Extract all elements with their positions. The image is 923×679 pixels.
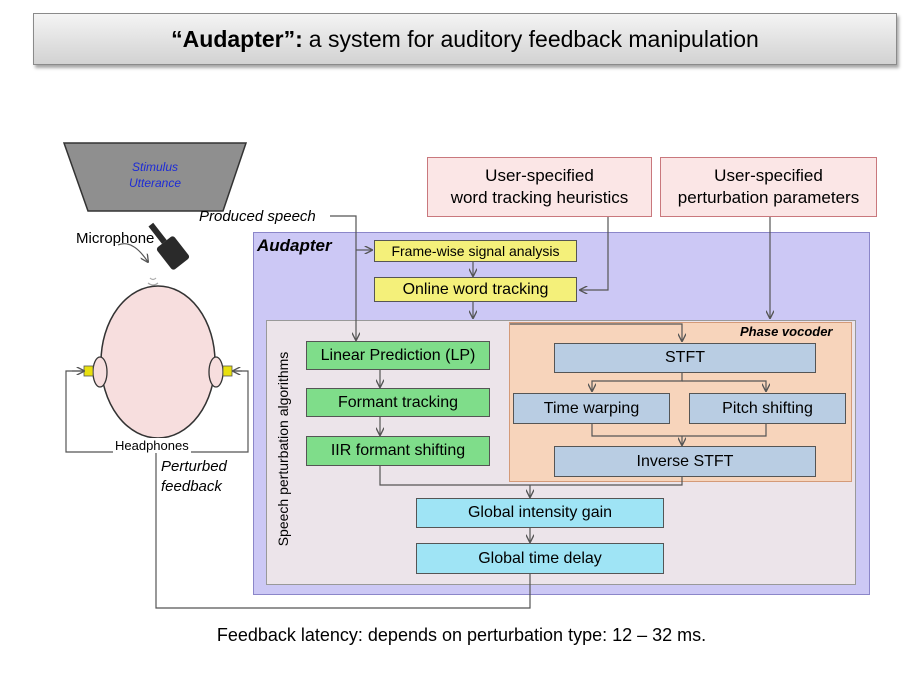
audapter-label: Audapter xyxy=(257,236,332,255)
online-tracking-box: Online word tracking xyxy=(374,277,577,302)
footer-latency: Feedback latency: depends on perturbatio… xyxy=(216,625,707,645)
global-intensity-gain-box: Global intensity gain xyxy=(416,498,664,528)
microphone-label: Microphone xyxy=(76,230,155,247)
speech-perturbation-label: Speech perturbation algorithms xyxy=(275,351,291,547)
produced-speech-label: Produced speech xyxy=(199,208,316,225)
time-warping-box: Time warping xyxy=(513,393,670,424)
word-tracking-heuristics-box: User-specified word tracking heuristics xyxy=(427,157,652,217)
phase-vocoder-label: Phase vocoder xyxy=(740,324,833,339)
perturbed-label: Perturbed xyxy=(161,458,227,475)
perturbation-parameters-box: User-specified perturbation parameters xyxy=(660,157,877,217)
feedback-label: feedback xyxy=(161,478,222,495)
inverse-stft-box: Inverse STFT xyxy=(554,446,816,477)
stimulus-line1: Stimulus xyxy=(131,160,178,174)
title-bar: “Audapter”: a system for auditory feedba… xyxy=(33,13,897,65)
pitch-shifting-box: Pitch shifting xyxy=(689,393,846,424)
head xyxy=(100,285,216,439)
stimulus-screen xyxy=(62,142,248,212)
global-time-delay-box: Global time delay xyxy=(416,543,664,574)
microphone-icon xyxy=(148,222,190,270)
frame-analysis-box: Frame-wise signal analysis xyxy=(374,240,577,262)
linear-prediction-box: Linear Prediction (LP) xyxy=(306,341,490,370)
stimulus-line2: Utterance xyxy=(128,176,182,190)
formant-tracking-box: Formant tracking xyxy=(306,388,490,417)
headphones-label: Headphones xyxy=(113,438,191,453)
title-text: a system for auditory feedback manipulat… xyxy=(308,25,759,52)
params-line1: User-specified xyxy=(714,166,823,185)
title-bold: “Audapter”: xyxy=(171,25,303,52)
iir-formant-shifting-box: IIR formant shifting xyxy=(306,436,490,466)
stft-box: STFT xyxy=(554,343,816,373)
heuristics-line1: User-specified xyxy=(485,166,594,185)
params-line2: perturbation parameters xyxy=(677,188,860,207)
heuristics-line2: word tracking heuristics xyxy=(450,188,629,207)
